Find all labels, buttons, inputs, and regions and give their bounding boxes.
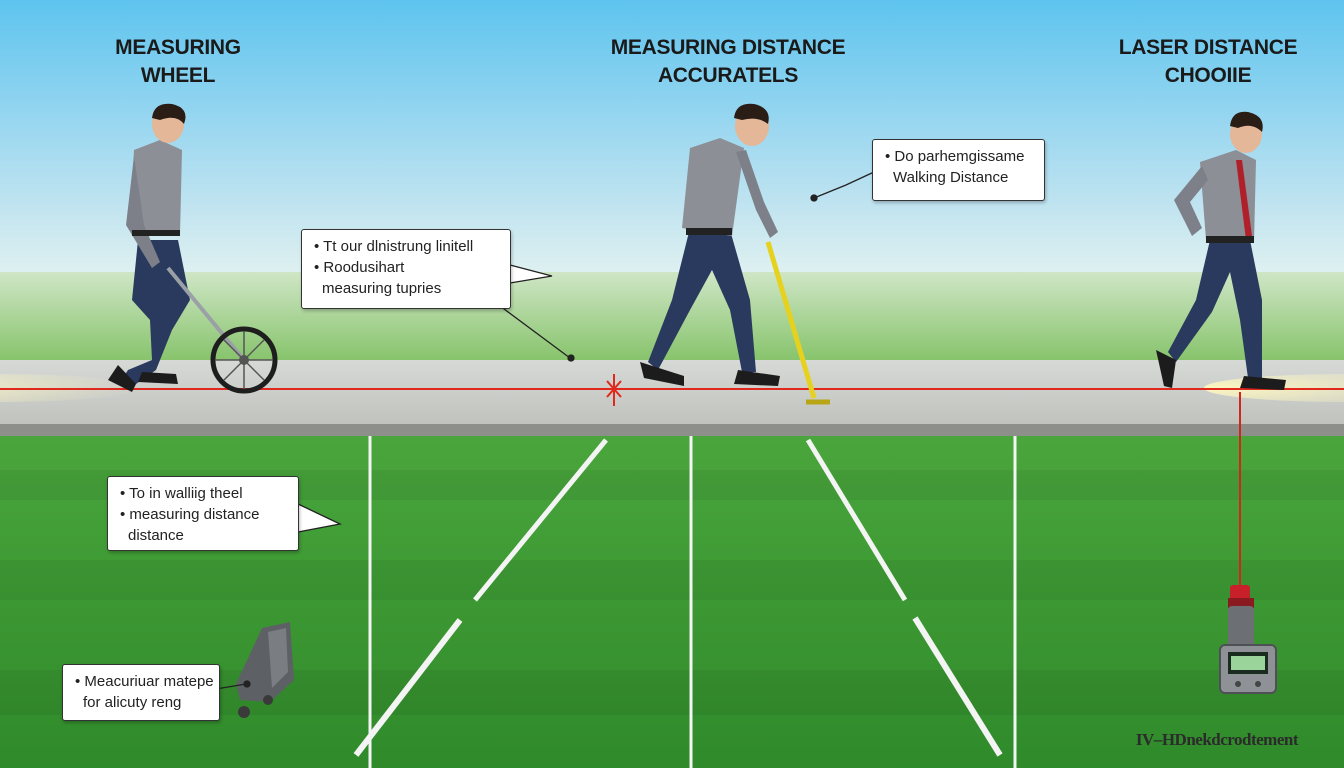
callout-walking-distance: • Do parhemgissame Walking Distance — [872, 139, 1045, 201]
title-line: MEASURING — [115, 36, 241, 59]
callout-line: • measuring distance — [120, 506, 260, 523]
title-laser-distance: LASER DISTANCE CHOOIIE — [1102, 34, 1314, 90]
title-line: CHOOIIE — [1164, 64, 1252, 87]
field-lines — [353, 436, 1017, 768]
measuring-tape-stick — [765, 241, 830, 405]
handheld-device-bottom-left — [236, 622, 294, 718]
callout-measuring-tupries: • Tt our dlnistrung linitell • Roodusiha… — [301, 229, 511, 309]
callout-line: distance — [128, 527, 184, 544]
callout-line: • Tt our dlnistrung linitell — [314, 238, 474, 255]
callout-line: Walking Distance — [893, 169, 1009, 186]
laser-meter-device — [1219, 585, 1277, 694]
watermark-text: IV–HDnekdcrodtement — [1135, 730, 1299, 749]
callout-line: • Do parhemgissame — [885, 148, 1025, 165]
person-center — [640, 103, 780, 386]
title-measuring-wheel: MEASURING WHEEL — [90, 34, 266, 90]
callout-line: • To in walliig theel — [120, 485, 243, 502]
grass-stripes — [0, 470, 1344, 715]
callout-walking-wheel: • To in walliig theel • measuring distan… — [107, 476, 299, 551]
title-measuring-distance: MEASURING DISTANCE ACCURATELS — [578, 34, 878, 90]
title-line: WHEEL — [140, 64, 216, 87]
title-line: LASER DISTANCE — [1118, 36, 1298, 59]
walkway — [0, 360, 1344, 428]
callout-pointers — [215, 171, 875, 690]
callout-line: • Meacuriuar matepe — [75, 673, 214, 690]
laser-spark — [604, 374, 624, 406]
callout-line: measuring tupries — [322, 280, 442, 297]
callout-line: • Roodusihart — [314, 259, 405, 276]
sky — [0, 0, 1344, 290]
title-line: MEASURING DISTANCE — [610, 36, 846, 59]
measuring-wheel — [166, 266, 278, 394]
callout-line: for alicuty reng — [83, 694, 182, 711]
callout-measuring-range: • Meacuriuar matepe for alicuty reng — [62, 664, 220, 721]
title-line: ACCURATELS — [657, 64, 799, 87]
person-left — [108, 103, 190, 392]
person-right — [1156, 111, 1286, 390]
